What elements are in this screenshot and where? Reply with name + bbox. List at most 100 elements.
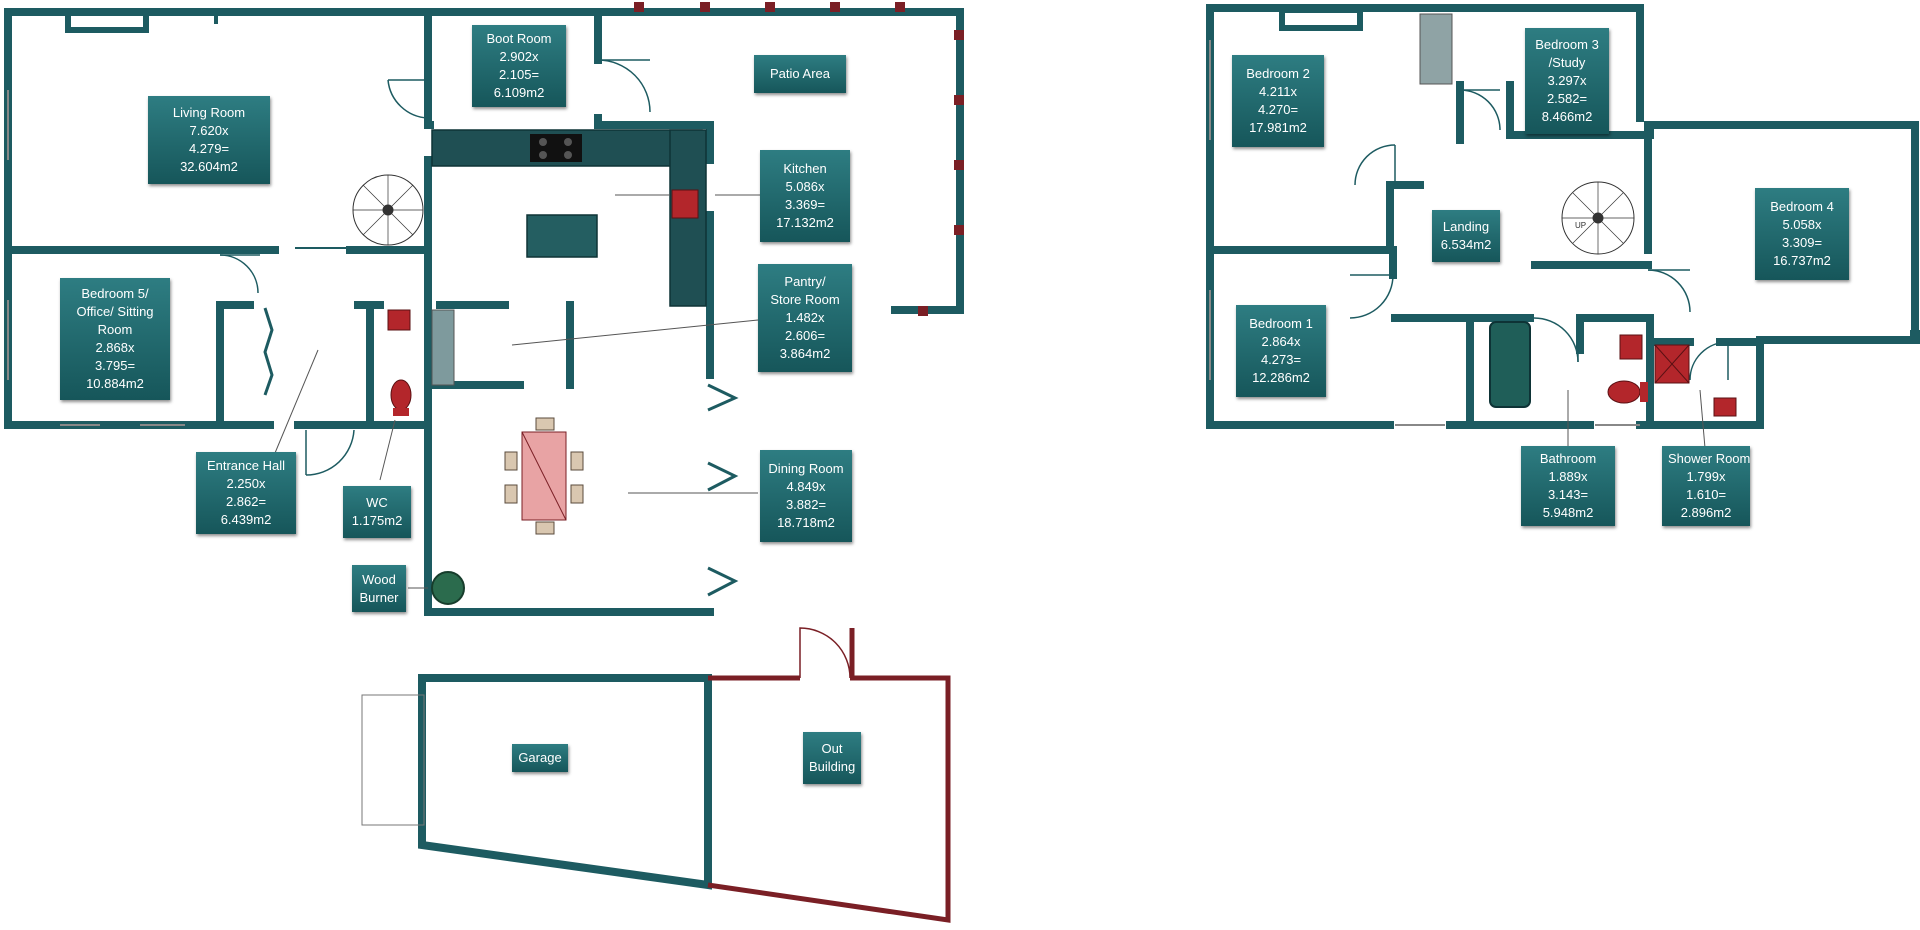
bedroom-2-length: 4.211x [1258, 84, 1298, 99]
label-patio-area: Patio Area [754, 55, 846, 93]
bedroom-5-title-3: Room [97, 322, 133, 337]
label-living-room: Living Room 7.620x 4.279= 32.604m2 [148, 96, 270, 184]
bedroom-3-title-2: /Study [1548, 55, 1586, 70]
bathroom-toilet [1607, 380, 1641, 404]
out-building-title: Out [821, 741, 843, 756]
bathroom-area: 5.948m2 [1542, 505, 1594, 520]
bathtub [1489, 321, 1531, 408]
entrance-hall-width: 2.862= [225, 494, 267, 509]
wc-basin [387, 309, 411, 331]
dining-room-width: 3.882= [785, 497, 827, 512]
wc-area: 1.175m2 [351, 513, 403, 528]
outbuilding-door [799, 627, 851, 679]
living-room-length: 7.620x [189, 123, 229, 138]
bedroom-2-width: 4.270= [1257, 102, 1299, 117]
first-floor-doors [1349, 89, 1729, 381]
wood-burner-stove [431, 571, 465, 605]
wc-title: WC [366, 495, 388, 510]
garage-title: Garage [518, 750, 562, 765]
pantry-shelf [431, 309, 455, 386]
patio-posts [634, 2, 964, 316]
shower-room-length: 1.799x [1686, 469, 1726, 484]
kitchen-area: 17.132m2 [776, 215, 834, 230]
bedroom-5-width: 3.795= [94, 358, 136, 373]
bedroom-5-length: 2.868x [95, 340, 135, 355]
corner-post [1910, 330, 1920, 344]
bedroom-1-width: 4.273= [1260, 352, 1302, 367]
kitchen-title: Kitchen [783, 161, 827, 176]
bedroom-5-title: Bedroom 5/ [81, 286, 149, 301]
garage-block [361, 627, 951, 923]
window-bay [65, 9, 149, 33]
wood-burner-title-2: Burner [359, 589, 399, 605]
label-dining-room: Dining Room 4.849x 3.882= 18.718m2 [760, 450, 852, 542]
leader-lines [269, 194, 760, 589]
label-shower-room: Shower Room 1.799x 1.610= 2.896m2 [1662, 446, 1750, 526]
bedroom-5-area: 10.884m2 [86, 376, 144, 391]
label-bedroom-1: Bedroom 1 2.864x 4.273= 12.286m2 [1236, 305, 1326, 397]
bathroom-length: 1.889x [1548, 469, 1588, 484]
dining-room-title: Dining Room [768, 461, 844, 476]
bedroom-2-title: Bedroom 2 [1246, 66, 1310, 81]
label-bathroom: Bathroom 1.889x 3.143= 5.948m2 [1521, 446, 1615, 526]
label-landing: Landing 6.534m2 [1432, 210, 1500, 262]
kitchen-length: 5.086x [785, 179, 825, 194]
shower-room-basin [1713, 397, 1737, 417]
shower-room-width: 1.610= [1685, 487, 1727, 502]
living-room-width: 4.279= [188, 141, 230, 156]
shower-room-title: Shower Room [1668, 451, 1751, 466]
bathroom-title: Bathroom [1539, 451, 1597, 466]
bedroom-4-title: Bedroom 4 [1770, 199, 1834, 214]
label-bedroom-3: Bedroom 3 /Study 3.297x 2.582= 8.466m2 [1525, 28, 1609, 134]
stair-up-label: UP [1575, 221, 1586, 230]
label-bedroom-5: Bedroom 5/ Office/ Sitting Room 2.868x 3… [60, 278, 170, 400]
living-room-area: 32.604m2 [180, 159, 238, 174]
dining-room-length: 4.849x [786, 479, 826, 494]
ground-floor [4, 2, 964, 616]
boot-room-width: 2.105= [498, 67, 540, 82]
bedroom-5-title-2: Office/ Sitting [76, 304, 154, 319]
bedroom-3-title: Bedroom 3 [1535, 37, 1599, 52]
spiral-stair-upper: UP [1561, 181, 1635, 255]
living-room-title: Living Room [172, 105, 246, 120]
bedroom-4-area: 16.737m2 [1773, 253, 1831, 268]
garage-door [361, 694, 425, 826]
spiral-stair-ground [352, 174, 424, 246]
shower-room-area: 2.896m2 [1680, 505, 1732, 520]
pantry-title-2: Store Room [770, 292, 840, 307]
label-kitchen: Kitchen 5.086x 3.369= 17.132m2 [760, 150, 850, 242]
dining-room-area: 18.718m2 [777, 515, 835, 530]
wc-toilet [390, 379, 412, 411]
patio-area-title: Patio Area [770, 66, 830, 81]
boot-room-length: 2.902x [499, 49, 539, 64]
kitchen-width: 3.369= [784, 197, 826, 212]
entrance-hall-area: 6.439m2 [220, 512, 272, 527]
bedroom-1-length: 2.864x [1261, 334, 1301, 349]
label-entrance-hall: Entrance Hall 2.250x 2.862= 6.439m2 [196, 452, 296, 534]
landing-area: 6.534m2 [1440, 237, 1492, 252]
label-bedroom-2: Bedroom 2 4.211x 4.270= 17.981m2 [1232, 55, 1324, 147]
pantry-area: 3.864m2 [779, 346, 831, 361]
label-wood-burner: Wood Burner [352, 565, 406, 612]
bedroom-4-length: 5.058x [1782, 217, 1822, 232]
boot-room-title: Boot Room [486, 31, 552, 46]
bathroom-basin [1619, 334, 1643, 360]
bedroom-3-area: 8.466m2 [1541, 109, 1593, 124]
window-bay-upper [1279, 7, 1363, 31]
landing-title: Landing [1442, 219, 1490, 234]
bedroom-2-area: 17.981m2 [1249, 120, 1307, 135]
bedroom-3-width: 2.582= [1546, 91, 1588, 106]
pantry-width: 2.606= [784, 328, 826, 343]
bedroom-3-length: 3.297x [1547, 73, 1587, 88]
kitchen-sink [671, 189, 699, 219]
first-floor: UP [1206, 4, 1920, 449]
wood-burner-title: Wood [362, 571, 396, 587]
bedroom-4-width: 3.309= [1781, 235, 1823, 250]
bedroom-1-area: 12.286m2 [1252, 370, 1310, 385]
bathroom-cistern [1640, 382, 1648, 402]
shower-tray [1654, 344, 1690, 384]
bathroom-width: 3.143= [1547, 487, 1589, 502]
out-building-title-2: Building [809, 759, 856, 774]
bedroom-1-title: Bedroom 1 [1249, 316, 1313, 331]
label-bedroom-4: Bedroom 4 5.058x 3.309= 16.737m2 [1755, 188, 1849, 280]
